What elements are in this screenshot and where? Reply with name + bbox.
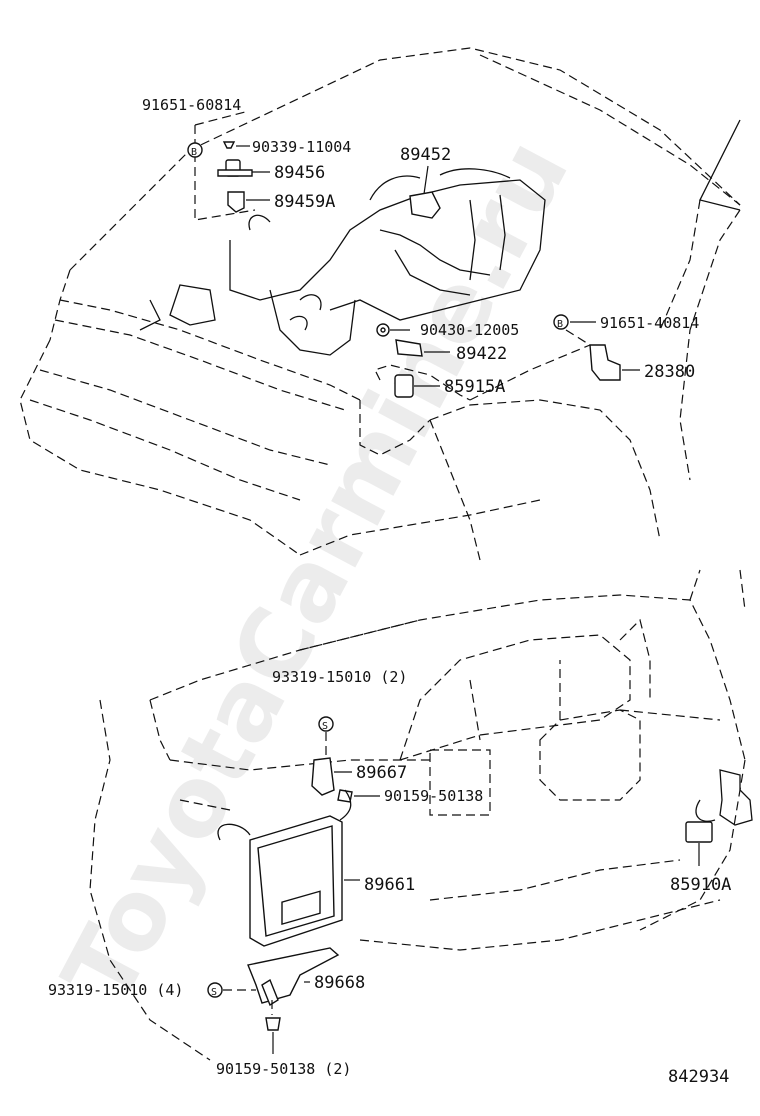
part-85910A-relay: 85910A (670, 769, 753, 895)
svg-text:90159-50138: 90159-50138 (384, 787, 483, 805)
part-90430-12005-washer: 90430-12005 (376, 321, 519, 339)
svg-text:85910A: 85910A (670, 875, 731, 895)
svg-text:90159-50138 (2): 90159-50138 (2) (216, 1060, 351, 1078)
part-90159-50138-screw: 90159-50138 (337, 787, 483, 805)
svg-text:89667: 89667 (356, 763, 407, 783)
svg-text:89459A: 89459A (274, 192, 335, 212)
svg-text:90339-11004: 90339-11004 (252, 138, 351, 156)
svg-text:89422: 89422 (456, 344, 507, 364)
svg-text:S: S (322, 721, 328, 732)
part-28380-relay: 28380 (589, 344, 695, 382)
svg-text:91651-40814: 91651-40814 (600, 314, 699, 332)
group-box-dash (429, 749, 491, 816)
part-89661-ecu: 89661 (217, 789, 415, 947)
vehicle-side-outline (89, 569, 746, 1061)
svg-text:93319-15010 (4): 93319-15010 (4) (48, 981, 183, 999)
svg-text:89668: 89668 (314, 973, 365, 993)
callout-91651-60814: 91651-60814 (142, 96, 241, 114)
engine-bay-outline (19, 47, 741, 561)
part-89459A-bracket: 89459A (227, 191, 335, 213)
svg-text:91651-60814: 91651-60814 (142, 96, 241, 114)
part-89422-sensor: 89422 (395, 339, 507, 364)
part-91651-40814-bolt: B 91651-40814 (469, 314, 699, 401)
part-89667-bracket: 89667 (311, 757, 407, 796)
svg-text:89661: 89661 (364, 875, 415, 895)
diagram-id: 842934 (668, 1067, 729, 1087)
svg-text:90430-12005: 90430-12005 (420, 321, 519, 339)
part-89452-sensor: 89452 (400, 145, 451, 219)
svg-text:B: B (557, 319, 563, 330)
svg-text:89452: 89452 (400, 145, 451, 165)
callout-93319-15010-4: 93319-15010 (4) S (48, 981, 256, 999)
svg-text:B: B (191, 147, 197, 158)
svg-text:85915A: 85915A (444, 377, 505, 397)
svg-text:28380: 28380 (644, 362, 695, 382)
svg-text:93319-15010 (2): 93319-15010 (2) (272, 668, 407, 686)
part-85915A-relay: 85915A (374, 364, 505, 401)
part-90339-11004: 90339-11004 (222, 138, 351, 156)
bolt-badge-b-1: B (187, 142, 203, 158)
callout-93319-15010-2: 93319-15010 (2) S (272, 668, 407, 756)
part-89668-bracket: 89668 (247, 947, 365, 1007)
svg-text:89456: 89456 (274, 163, 325, 183)
part-90159-50138-2-screw: 90159-50138 (2) (216, 1000, 351, 1078)
part-89456-sensor: 89456 (217, 159, 325, 183)
svg-text:S: S (211, 987, 217, 998)
